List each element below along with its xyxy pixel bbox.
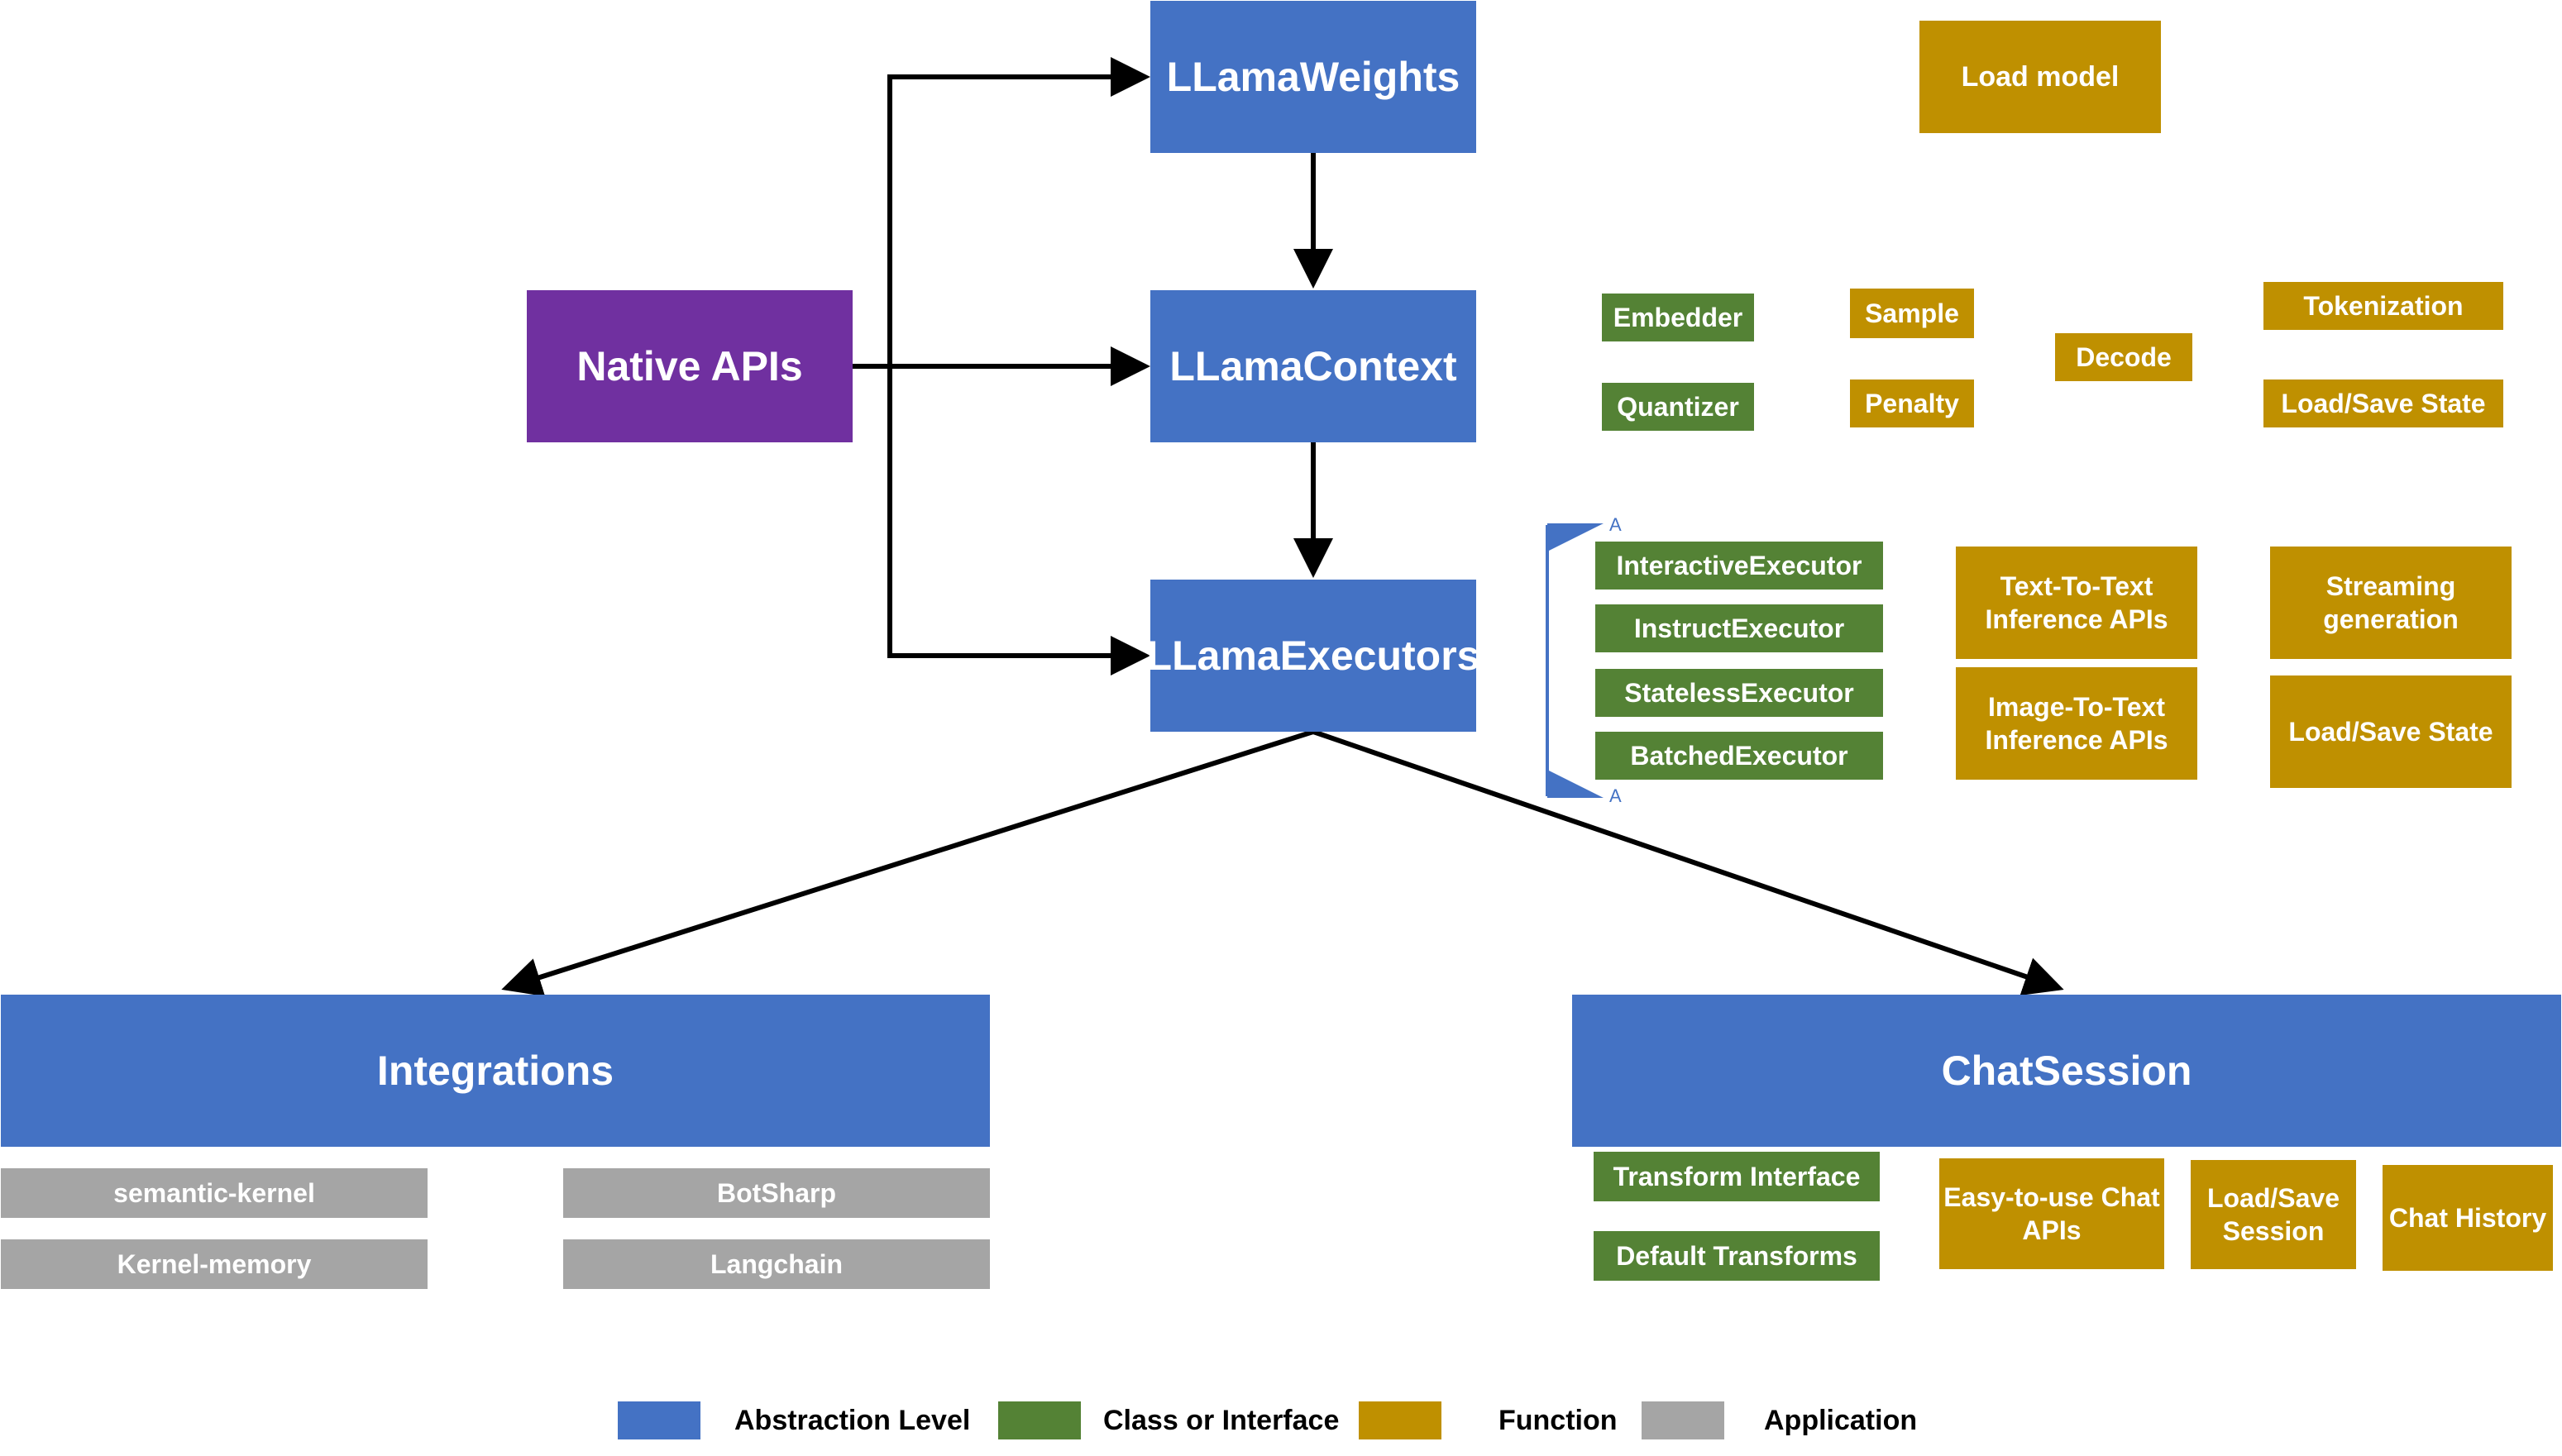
legend-label-class: Class or Interface <box>1103 1405 1340 1436</box>
batched-executor-class: BatchedExecutor <box>1595 732 1883 780</box>
easy-chat-apis-function: Easy-to-use Chat APIs <box>1939 1158 2164 1269</box>
load-save-session-function: Load/Save Session <box>2191 1160 2356 1269</box>
quantizer-class: Quantizer <box>1602 383 1754 431</box>
legend-label-application: Application <box>1764 1405 1918 1436</box>
legend-label-abstraction: Abstraction Level <box>734 1405 971 1436</box>
semantic-kernel-application: semantic-kernel <box>1 1168 428 1218</box>
stateless-executor-class: StatelessExecutor <box>1595 669 1883 717</box>
instruct-executor-class: InstructExecutor <box>1595 604 1883 652</box>
llama-context-node: LLamaContext <box>1150 290 1476 442</box>
integrations-node: Integrations <box>1 995 990 1147</box>
chat-history-function: Chat History <box>2383 1165 2553 1271</box>
executor-load-save-state-function: Load/Save State <box>2270 675 2512 788</box>
interactive-executor-class: InteractiveExecutor <box>1595 542 1883 590</box>
bracket-top-mark: A <box>1609 514 1622 535</box>
legend-swatch-function <box>1359 1401 1441 1439</box>
botsharp-application: BotSharp <box>563 1168 990 1218</box>
image-to-text-inference-function: Image-To-Text Inference APIs <box>1956 667 2197 780</box>
legend-label-function: Function <box>1498 1405 1618 1436</box>
embedder-class: Embedder <box>1602 294 1754 341</box>
sample-function: Sample <box>1850 289 1974 338</box>
arrow-executors-to-integrations <box>501 729 1314 997</box>
transform-interface-class: Transform Interface <box>1594 1152 1880 1201</box>
tokenization-function: Tokenization <box>2263 282 2503 330</box>
penalty-function: Penalty <box>1850 380 1974 427</box>
text-to-text-inference-function: Text-To-Text Inference APIs <box>1956 547 2197 659</box>
context-load-save-state-function: Load/Save State <box>2263 380 2503 427</box>
native-apis-node: Native APIs <box>527 290 853 442</box>
kernel-memory-application: Kernel-memory <box>1 1239 428 1289</box>
llama-executors-node: LLamaExecutors <box>1147 580 1479 732</box>
default-transforms-class: Default Transforms <box>1594 1231 1880 1281</box>
legend-swatch-class <box>998 1401 1081 1439</box>
load-model-function: Load model <box>1919 21 2161 133</box>
executor-bracket-bottom-cap <box>1547 770 1604 798</box>
bracket-bottom-mark: A <box>1609 785 1622 806</box>
legend-swatch-application <box>1642 1401 1724 1439</box>
streaming-generation-function: Streaming generation <box>2270 547 2512 659</box>
legend-swatch-abstraction <box>618 1401 700 1439</box>
chat-session-node: ChatSession <box>1572 995 2561 1147</box>
decode-function: Decode <box>2055 333 2192 381</box>
llama-weights-node: LLamaWeights <box>1150 1 1476 153</box>
arrow-executors-to-chatsession <box>1312 729 2064 996</box>
executor-bracket-top-cap <box>1547 523 1604 551</box>
langchain-application: Langchain <box>563 1239 990 1289</box>
